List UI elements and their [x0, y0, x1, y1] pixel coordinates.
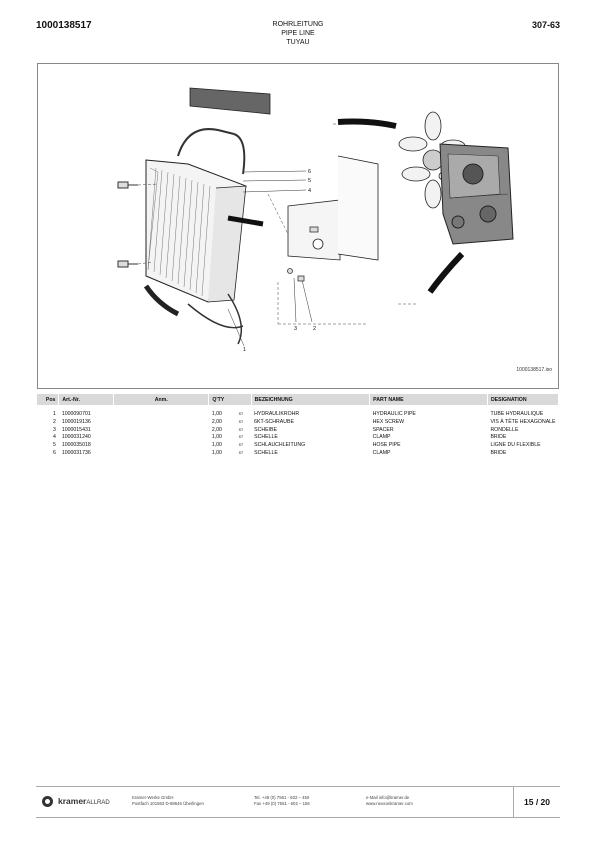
header-art-nr: Art.-Nr. — [58, 394, 115, 405]
exploded-drawing: 6 5 4 1 3 2 — [37, 63, 559, 389]
parts-list-table: Pos Art.-Nr. Anm. Q'TY BEZEICHNUNG PART … — [37, 394, 560, 458]
header-bezeichnung: BEZEICHNUNG — [251, 394, 371, 405]
cell-bezeichnung: 6KT-SCHRAUBE — [254, 418, 294, 425]
cell-bezeichnung: SCHLAUCHLEITUNG — [254, 442, 306, 449]
page-number: 15 / 20 — [513, 787, 560, 817]
cell-pos: 2 — [52, 418, 56, 425]
company-address: Postfach 101563 D-88645 Überlingen — [132, 801, 204, 806]
cell-pos: 1 — [52, 411, 56, 417]
page-code: 307-63 — [531, 20, 560, 30]
kramer-logo-icon — [42, 796, 53, 807]
cell-unit: ST — [238, 443, 244, 448]
cell-qty: 1,00 — [211, 442, 222, 449]
cell-bezeichnung: HYDRAULIKROHR — [254, 411, 300, 417]
cell-part-name: CLAMP — [372, 449, 391, 456]
table-row: 3 1000015431 2,00 ST SCHEIBE SPACER ROND… — [37, 427, 559, 435]
drawing-reference: 1000138517.iso — [516, 367, 552, 373]
cell-anm — [114, 411, 209, 419]
cell-qty: 2,00 — [211, 426, 222, 433]
cell-part-name: HOSE PIPE — [372, 442, 401, 449]
table-row: 6 1000031736 1,00 ST SCHELLE CLAMP BRIDE — [37, 450, 559, 458]
header-pos: Pos — [37, 394, 60, 405]
parts-illustration: 6 5 4 1 3 2 — [117, 87, 514, 353]
cell-pos: 6 — [52, 449, 56, 456]
cell-anm — [114, 442, 209, 450]
cell-unit: ST — [238, 427, 244, 432]
cell-qty: 1,00 — [211, 411, 222, 417]
cell-qty: 2,00 — [211, 418, 222, 425]
cell-part-name: HEX SCREW — [372, 418, 405, 425]
cell-anm — [114, 450, 209, 458]
table-row: 2 1000019136 2,00 ST 6KT-SCHRAUBE HEX SC… — [37, 419, 559, 427]
cell-part-name: SPACER — [372, 426, 394, 433]
cell-pos: 5 — [52, 442, 56, 449]
cell-designation: VIS À TÊTE HEXAGONALE — [490, 418, 556, 425]
cell-bezeichnung: SCHEIBE — [254, 426, 277, 433]
cell-art-nr: 1000031240 — [61, 434, 91, 441]
cell-unit: ST — [238, 435, 244, 440]
callout-2: 2 — [313, 326, 316, 332]
callout-1: 1 — [243, 347, 246, 353]
title-english: PIPE LINE — [281, 30, 315, 37]
header-qty: Q'TY — [208, 394, 252, 405]
callout-4: 4 — [308, 188, 311, 194]
header-part-name: PART NAME — [369, 394, 488, 405]
cell-bezeichnung: SCHELLE — [254, 449, 278, 456]
cell-art-nr: 1000035018 — [61, 442, 91, 449]
table-row: 5 1000035018 1,00 ST SCHLAUCHLEITUNG HOS… — [37, 442, 559, 450]
cell-art-nr: 1000090701 — [61, 411, 91, 417]
cell-designation: TUBE HYDRAULIQUE — [490, 411, 544, 417]
cell-art-nr: 1000031736 — [61, 449, 91, 456]
cell-unit: ST — [238, 412, 244, 416]
callout-6: 6 — [308, 169, 311, 175]
title-german: ROHRLEITUNG — [272, 21, 324, 28]
cell-pos: 4 — [52, 434, 56, 441]
table-row: 4 1000031240 1,00 ST SCHELLE CLAMP BRIDE — [37, 434, 559, 442]
callout-3: 3 — [294, 326, 297, 332]
website-link[interactable]: www.neusonkramer.com — [366, 801, 413, 806]
cell-qty: 1,00 — [211, 449, 222, 456]
document-number: 1000138517 — [36, 20, 92, 31]
cell-qty: 1,00 — [211, 434, 222, 441]
radiator — [145, 159, 247, 303]
email-address[interactable]: e-Mail info@kramer.de — [366, 795, 410, 800]
cell-anm — [114, 419, 209, 427]
cell-designation: LIGNE DU FLEXIBLE — [490, 442, 541, 449]
table-row: 1 1000090701 1,00 ST HYDRAULIKROHR HYDRA… — [37, 411, 559, 419]
page-footer: kramerALLRAD Kramer-Werke GmbH Postfach … — [36, 786, 560, 818]
logo-bold-text: kramer — [58, 796, 87, 806]
title-french: TUYAU — [286, 39, 310, 46]
company-name: Kramer-Werke GmbH — [132, 795, 174, 800]
cell-bezeichnung: SCHELLE — [254, 434, 278, 441]
cell-part-name: HYDRAULIC PIPE — [372, 411, 416, 417]
cell-art-nr: 1000015431 — [61, 426, 91, 433]
header-anm: Anm. — [113, 394, 210, 405]
table-header-row: Pos Art.-Nr. Anm. Q'TY BEZEICHNUNG PART … — [37, 394, 560, 405]
cell-designation: BRIDE — [490, 434, 507, 441]
fax-number: Fax +49 (0) 7551 - 602 – 156 — [254, 801, 310, 806]
cell-designation: RONDELLE — [490, 426, 519, 433]
cell-unit: ST — [238, 419, 244, 424]
cell-unit: ST — [238, 450, 244, 455]
cell-pos: 3 — [52, 426, 56, 433]
cell-anm — [114, 427, 209, 435]
logo-light-text: ALLRAD — [86, 800, 110, 806]
phone-number: Tel. +49 (0) 7551 - 602 – 450 — [254, 795, 310, 800]
cell-anm — [114, 434, 209, 442]
cell-part-name: CLAMP — [372, 434, 391, 441]
callout-5: 5 — [308, 178, 311, 184]
engine-block — [439, 143, 514, 245]
cell-designation: BRIDE — [490, 449, 507, 456]
header-designation: DESIGNATION — [487, 394, 560, 405]
kramer-logo: kramerALLRAD — [58, 796, 110, 806]
cell-art-nr: 1000019136 — [61, 418, 91, 425]
